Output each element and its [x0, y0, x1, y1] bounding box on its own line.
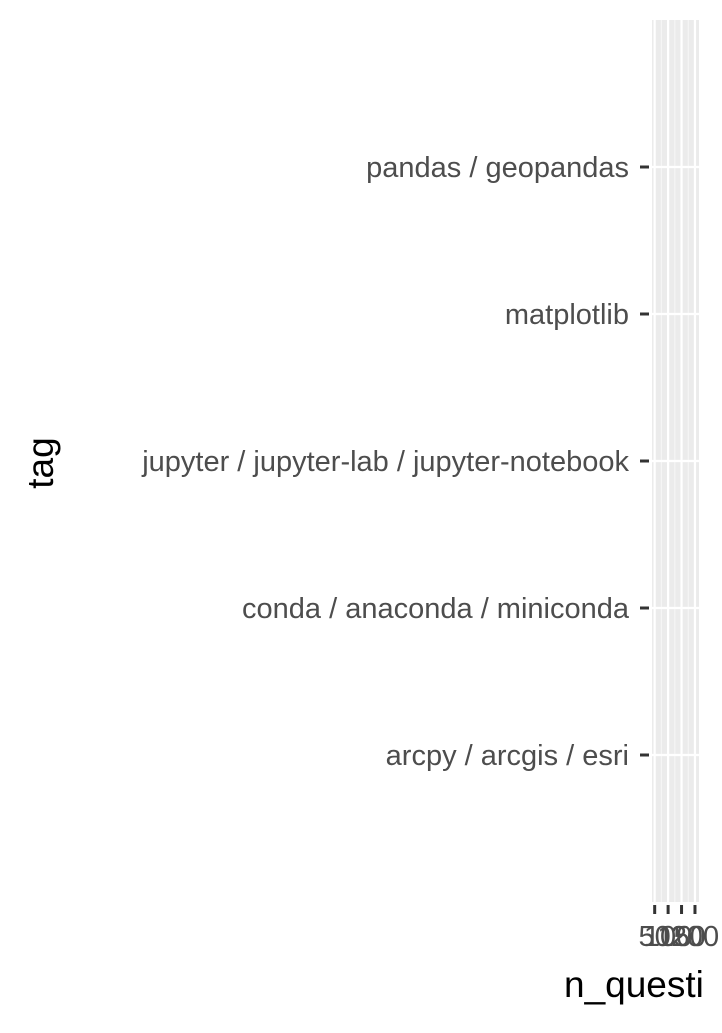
y-tick-label: pandas / geopandas — [366, 152, 629, 184]
x-tick-label: 200 — [671, 921, 719, 953]
y-tick-label: conda / anaconda / miniconda — [242, 593, 630, 625]
x-axis-title: n_questi — [564, 964, 704, 1005]
x-tick-label: 100 — [644, 921, 692, 953]
y-tick-label: arcpy / arcgis / esri — [386, 740, 629, 772]
y-tick-label: matplotlib — [505, 299, 629, 331]
y-axis: arcpy / arcgis / esri conda / anaconda / … — [141, 152, 649, 772]
y-tick-label: jupyter / jupyter-lab / jupyter-notebook — [141, 446, 629, 478]
x-tick-label: 150 — [657, 921, 705, 953]
y-axis-title: tag — [20, 437, 61, 488]
x-tick-label: 50 — [639, 921, 671, 953]
grid-lines — [652, 20, 699, 902]
